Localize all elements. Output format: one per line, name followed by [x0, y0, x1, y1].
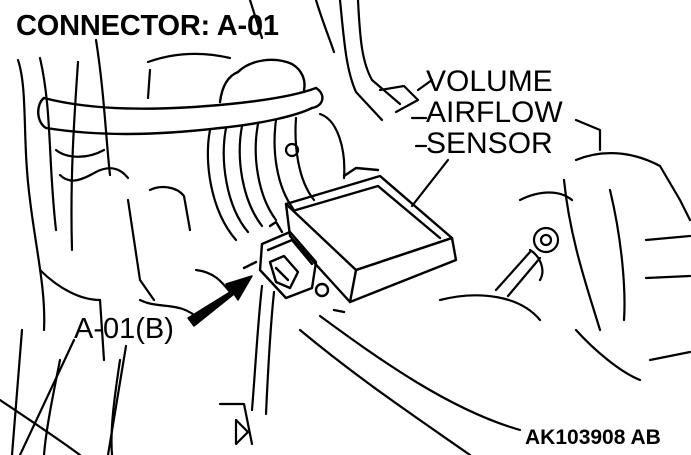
sensor-label-line-2: AIRFLOW: [426, 96, 563, 129]
airflow-sensor-body: [284, 166, 458, 314]
connector-callout-label: A-01(B): [74, 313, 174, 345]
sensor-label-line-3: SENSOR: [426, 127, 553, 160]
lower-panels: [138, 268, 542, 455]
intake-hose: [37, 58, 324, 136]
volume-airflow-sensor-label: VOLUME AIRFLOW SENSOR: [426, 66, 563, 159]
connector-a01: [242, 220, 318, 300]
sensor-label-line-1: VOLUME: [426, 65, 553, 98]
callout-leader-lines: [18, 338, 128, 455]
upper-bracket: [146, 0, 420, 122]
sensor-leader-line: [410, 78, 450, 208]
harness-wire: [250, 284, 276, 416]
right-engine-components: [494, 118, 691, 382]
diagram-title: CONNECTOR: A-01: [16, 10, 279, 42]
pointer-arrow: [187, 275, 253, 327]
intake-duct: [206, 112, 346, 242]
engine-structure-lines: [0, 38, 192, 455]
figure-id: AK103908 AB: [525, 426, 661, 449]
